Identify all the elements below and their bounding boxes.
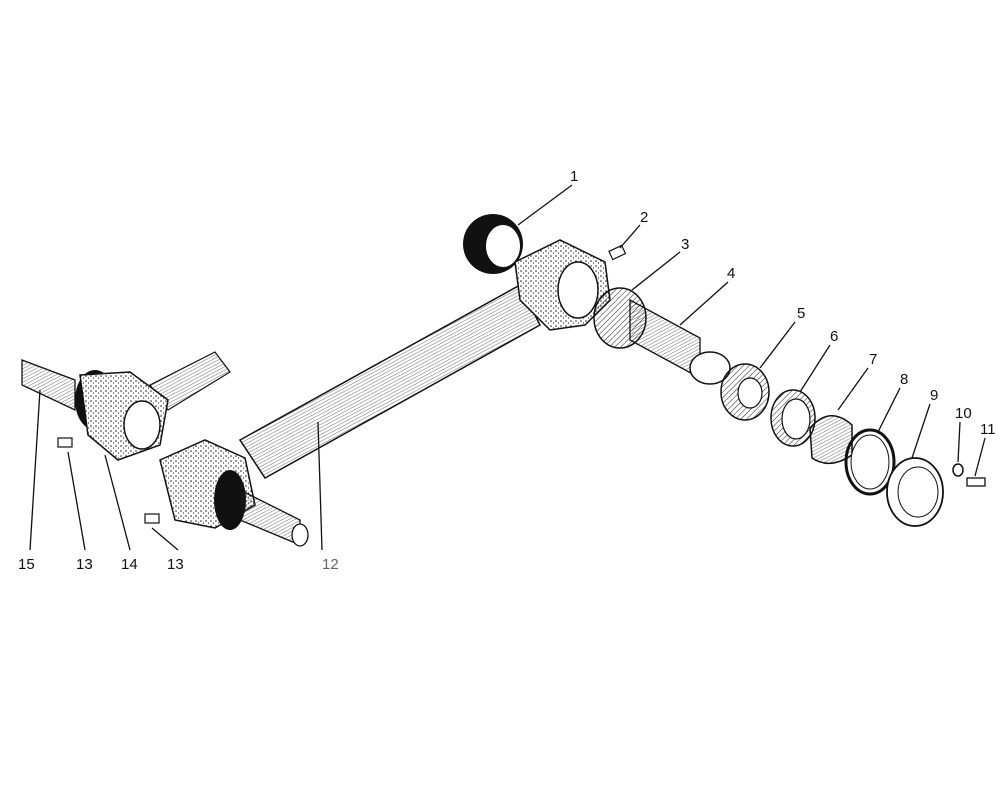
- callout-13-right: 13: [167, 556, 184, 573]
- callout-15: 15: [18, 556, 35, 573]
- callout-6: 6: [830, 328, 838, 345]
- part-9-cover: [886, 457, 944, 527]
- clamp-housing: [514, 239, 611, 331]
- callout-8: 8: [900, 371, 908, 388]
- part-2-grease-fitting: [608, 244, 627, 261]
- callout-2: 2: [640, 209, 648, 226]
- part-8-gasket: [844, 428, 896, 496]
- callout-11: 11: [980, 421, 996, 438]
- leader-lines: [29, 184, 986, 551]
- part-13-fitting-left: [57, 437, 73, 448]
- callout-1: 1: [570, 168, 578, 185]
- callout-5: 5: [797, 305, 805, 322]
- part-13-fitting-right: [144, 513, 160, 524]
- callout-7: 7: [869, 351, 877, 368]
- callout-12: 12: [322, 556, 339, 573]
- callout-3: 3: [681, 236, 689, 253]
- part-6-race: [770, 389, 816, 447]
- callout-9: 9: [930, 387, 938, 404]
- left-knuckle: [21, 359, 169, 461]
- axle-tube: [238, 283, 541, 479]
- part-11-bolt: [966, 477, 986, 487]
- callout-4: 4: [727, 265, 735, 282]
- part-10-washer: [952, 463, 964, 477]
- callout-14: 14: [121, 556, 138, 573]
- callout-13-left: 13: [76, 556, 93, 573]
- part-5-bearing: [720, 363, 770, 421]
- part-1-bushing: [463, 214, 523, 274]
- callout-10: 10: [955, 405, 972, 422]
- lower-hub: [159, 439, 309, 547]
- part-4-shaft: [629, 298, 731, 385]
- callout-labels: 1 2 3 4 5 6 7 8 9 10 11 12 13 13 14 15: [18, 168, 996, 573]
